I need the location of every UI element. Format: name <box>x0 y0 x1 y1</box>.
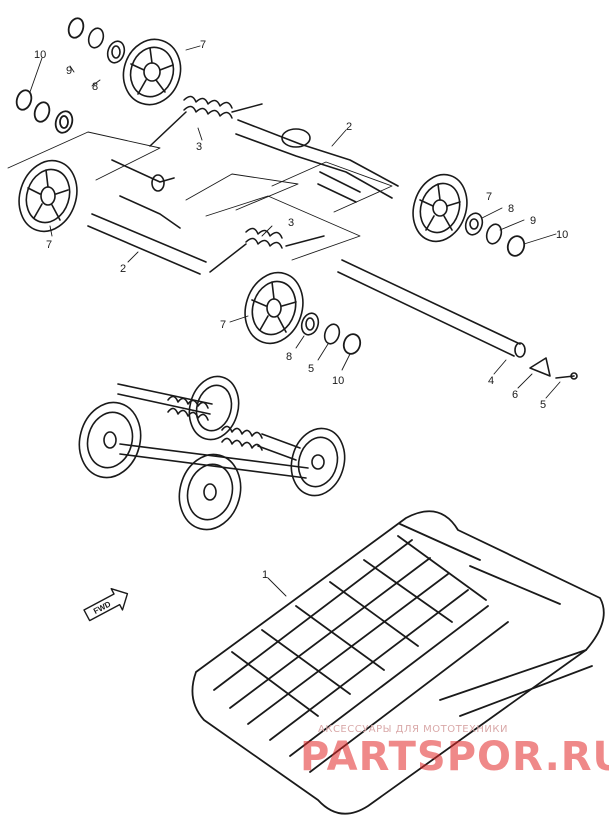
cap-10-center <box>342 333 362 355</box>
callout-8: 8 <box>508 203 514 215</box>
callout-8: 8 <box>92 81 98 93</box>
wheel-7-center <box>244 271 304 345</box>
callout-7: 7 <box>200 39 206 51</box>
fwd-arrow: FWD <box>83 588 129 622</box>
bearing-8-top-left <box>106 40 126 64</box>
callout-4: 4 <box>488 375 494 387</box>
ring-lower-left-parts <box>15 89 74 134</box>
callout-10: 10 <box>332 375 344 387</box>
callout-7: 7 <box>220 319 226 331</box>
wheel-7-right <box>412 173 468 243</box>
callout-10: 10 <box>34 49 46 61</box>
callout-7: 7 <box>46 239 52 251</box>
callout-2: 2 <box>120 263 126 275</box>
track-1 <box>191 510 605 815</box>
callout-7: 7 <box>486 191 492 203</box>
wheel-7-top-left <box>122 38 182 106</box>
bolt-5 <box>555 372 578 380</box>
callout-9: 9 <box>530 215 536 227</box>
spring-3-lower <box>209 227 325 273</box>
bearing-8-right <box>464 212 484 236</box>
callout-2: 2 <box>346 121 352 133</box>
plate-6 <box>529 357 551 377</box>
assembled-bogie <box>78 375 346 531</box>
ring-9-center <box>323 323 341 345</box>
callout-8: 8 <box>286 351 292 363</box>
callout-10: 10 <box>556 229 568 241</box>
spring-3-upper <box>149 95 263 147</box>
assembly-outline <box>7 131 393 261</box>
ring-9-right <box>485 223 503 245</box>
callout-5: 5 <box>540 399 546 411</box>
bearing-8-center <box>300 312 320 336</box>
watermark-logo: PARTSPOR.RU <box>300 734 609 780</box>
watermark-tagline: АКСЕССУАРЫ ДЛЯ МОТОТЕХНИКИ <box>318 724 508 735</box>
ring-10-top-left <box>67 17 85 39</box>
callout-3: 3 <box>196 141 202 153</box>
callout-labels: 7 8 9 10 3 2 3 7 8 9 10 7 8 5 10 4 6 5 2… <box>34 39 568 581</box>
axle-2-lower <box>87 159 207 275</box>
arm-2-upper <box>235 119 399 203</box>
shaft-4 <box>337 259 526 358</box>
leader-lines <box>29 45 561 597</box>
callout-3: 3 <box>288 217 294 229</box>
callout-6: 6 <box>512 389 518 401</box>
wheel-7-left <box>18 159 78 233</box>
callout-9: 9 <box>66 65 72 77</box>
ring-9-top-left <box>87 27 105 49</box>
callout-5: 5 <box>308 363 314 375</box>
callout-1: 1 <box>262 569 268 581</box>
cap-10-right <box>506 235 526 257</box>
